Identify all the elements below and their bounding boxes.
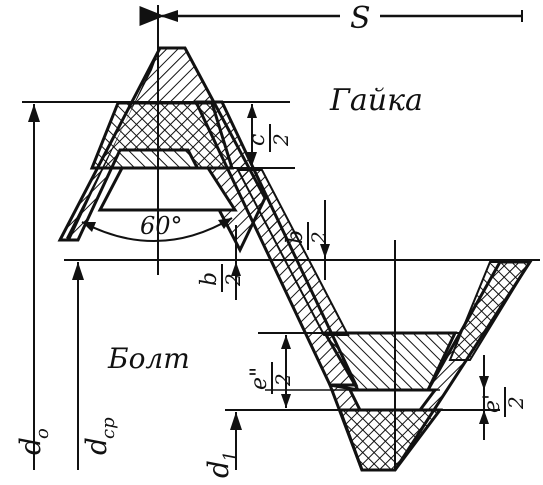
e2-arrow-bottom (281, 394, 291, 408)
d0-subscript: o (32, 428, 53, 439)
angle-arc (81, 217, 233, 243)
c-arrow-bottom (247, 152, 257, 166)
d1-label: d (202, 460, 235, 478)
b-denominator-right: 2 (307, 231, 331, 245)
e1-denominator: 2 (504, 396, 528, 410)
dcp-subscript: cp (98, 417, 119, 439)
e2-arrow-top (281, 335, 291, 349)
pitch-arrow-left (160, 10, 178, 22)
b-arrow-left (231, 262, 241, 276)
b-numerator-left: b (197, 272, 222, 286)
nut-label: Гайка (329, 83, 423, 118)
bolt-right-flank (448, 261, 532, 361)
bolt-root-band (347, 388, 438, 412)
b-denominator-left: 2 (221, 273, 245, 287)
e2-half-label: e" 2 (247, 362, 295, 394)
d0-arrow (28, 104, 40, 122)
b-half-label-right: b 2 (283, 222, 331, 250)
nut-flank-left (66, 48, 160, 240)
angle-label: 60° (140, 212, 183, 240)
d1-arrow (230, 412, 242, 430)
bolt-bottom-crest (337, 408, 443, 472)
d1-subscript: 1 (220, 451, 241, 462)
e1-arrow-top (479, 376, 489, 390)
d1-label-group: d 1 (202, 451, 241, 478)
e1-numerator: e' (480, 394, 505, 413)
b-half-label-left: b 2 (197, 264, 245, 292)
d0-label-group: d o (14, 428, 53, 455)
e2-numerator: e" (247, 367, 272, 390)
c-numerator: c (245, 134, 270, 146)
c-half-label: c 2 (245, 124, 293, 152)
b-arrow-right (320, 244, 330, 258)
c-arrow-top (247, 104, 257, 118)
e1-arrow-bottom (479, 410, 489, 424)
angle-arrow-left (82, 222, 96, 232)
dcp-label: d (80, 437, 113, 455)
e1-half-label: e' 2 (480, 387, 528, 417)
dcp-arrow (72, 262, 84, 280)
angle-arrow-right (218, 218, 232, 229)
d0-label: d (14, 437, 47, 455)
e2-denominator: 2 (271, 373, 295, 387)
c-denominator: 2 (269, 133, 293, 147)
pitch-label: S (350, 1, 371, 36)
bolt-label: Болт (107, 342, 190, 375)
dcp-label-group: d cp (80, 417, 119, 455)
b-numerator-right: b (283, 230, 308, 244)
